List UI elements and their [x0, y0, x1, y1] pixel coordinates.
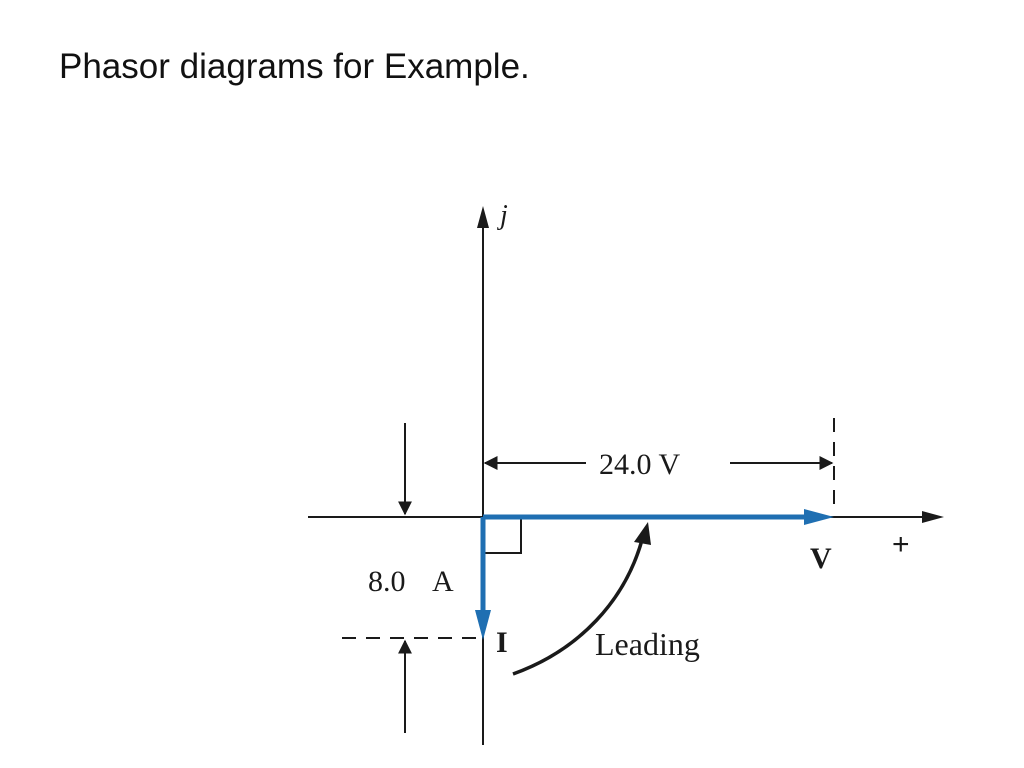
current-magnitude-value: 8.0: [368, 565, 406, 598]
imaginary-axis-arrowhead: [477, 206, 489, 228]
voltage-phasor-label: V: [810, 542, 832, 575]
slide-title: Phasor diagrams for Example.: [59, 47, 530, 86]
leading-arc: [512, 539, 644, 676]
voltage-magnitude-label: 24.0 V: [599, 448, 680, 481]
real-axis-label: +: [892, 528, 910, 561]
leading-label: Leading: [595, 626, 700, 662]
leading-arc-arrowhead: [634, 522, 651, 545]
right-angle-marker: [483, 517, 522, 554]
imaginary-axis-label: j: [497, 200, 508, 231]
current-magnitude-unit: A: [432, 565, 454, 598]
current-phasor-arrowhead: [475, 610, 491, 640]
voltage-phasor-arrowhead: [804, 509, 834, 525]
real-axis-arrowhead: [922, 511, 944, 523]
current-phasor-label: I: [496, 626, 508, 659]
